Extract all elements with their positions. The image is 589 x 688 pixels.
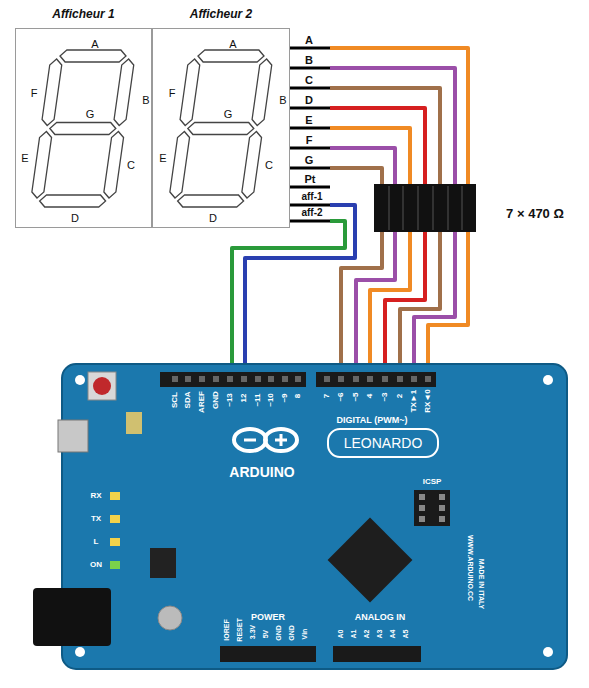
segment-letter: C xyxy=(127,160,135,171)
header-title: ANALOG IN xyxy=(355,613,406,622)
analog-pin-label: A2 xyxy=(363,630,370,639)
header-pin-label: TX►1 xyxy=(410,390,418,413)
segment-letter: F xyxy=(31,88,38,99)
header-pin-label: ~3 xyxy=(381,392,389,401)
origin-label: MADE IN ITALY xyxy=(478,559,485,610)
pin-label: A xyxy=(305,35,313,46)
header-pin-label: ~6 xyxy=(337,392,345,401)
resistor-pack xyxy=(374,184,476,232)
power-pin-label: 5V xyxy=(262,630,269,639)
segment-outline xyxy=(59,50,127,62)
led-label: L xyxy=(94,538,99,546)
segment-outline xyxy=(197,50,265,62)
pin-label: D xyxy=(305,95,313,106)
arduino-board xyxy=(33,364,567,669)
header-pin-label: SDA xyxy=(184,392,192,409)
header-pin-label: ~13 xyxy=(226,393,234,407)
header-pin-label: RX◄0 xyxy=(424,389,432,412)
header-pin-label: ~11 xyxy=(254,393,262,406)
segment-outline xyxy=(113,59,134,126)
segment-outline xyxy=(169,132,190,199)
pin-label: E xyxy=(305,115,312,126)
header-pin-label: 2 xyxy=(396,394,404,398)
analog-pin-label: A4 xyxy=(389,630,396,639)
segment-letter: E xyxy=(159,153,166,164)
segment-outline xyxy=(31,132,52,199)
segment-outline xyxy=(49,123,117,135)
icsp-label: ICSP xyxy=(423,478,442,486)
display-heading: Afficheur 1 xyxy=(16,7,151,21)
segment-outline xyxy=(41,59,62,126)
led-label: TX xyxy=(91,515,101,523)
pin-label: aff-2 xyxy=(301,208,322,218)
analog-pin-label: A1 xyxy=(350,630,357,639)
resistor-value: 7 × 470 Ω xyxy=(506,207,564,220)
pin-label: C xyxy=(305,75,313,86)
led-label: ON xyxy=(90,561,102,569)
segment-outline xyxy=(251,59,272,126)
power-pin-label: Vin xyxy=(301,629,308,640)
power-pin-label: GND xyxy=(288,625,295,641)
display-box: Afficheur 1 xyxy=(15,28,152,228)
url-label: WWW.ARDUINO.CC xyxy=(467,535,474,601)
header-title: POWER xyxy=(251,613,285,622)
header-pin-label: 4 xyxy=(366,394,374,398)
segment-letter: B xyxy=(142,95,149,106)
segment-outline xyxy=(103,132,124,199)
power-pin-label: RESET xyxy=(236,618,243,641)
analog-pin-label: A0 xyxy=(337,630,344,639)
header-pin-label: ~5 xyxy=(352,392,360,401)
segment-letter: A xyxy=(91,39,98,50)
pin-label: B xyxy=(305,55,313,66)
wires xyxy=(232,48,468,378)
segment-letter: G xyxy=(224,109,233,120)
header-pin-label: SCL xyxy=(171,392,179,408)
segment-letter: E xyxy=(21,153,28,164)
header-pin-label: ~10 xyxy=(267,393,275,407)
segment-letter: B xyxy=(279,95,286,106)
segment-letter: F xyxy=(169,88,176,99)
segment-letter: A xyxy=(229,39,236,50)
analog-pin-label: A5 xyxy=(402,630,409,639)
segment-letter: G xyxy=(86,109,95,120)
segment-outline xyxy=(39,195,107,207)
header-pin-label: ~9 xyxy=(281,393,289,402)
led-label: RX xyxy=(90,492,101,500)
display-panel xyxy=(15,28,290,228)
display-heading: Afficheur 2 xyxy=(153,7,289,21)
pin-label: F xyxy=(306,135,313,146)
pin-label: aff-1 xyxy=(301,192,322,202)
segment-letter: D xyxy=(71,213,79,224)
header-pin-label: AREF xyxy=(198,391,206,413)
display-box: Afficheur 2 xyxy=(152,28,290,228)
segment-outline xyxy=(241,132,262,199)
brand-name: ARDUINO xyxy=(229,465,294,479)
header-pin-label: 8 xyxy=(294,394,302,398)
segment-outline xyxy=(177,195,245,207)
pin-label: Pt xyxy=(305,174,316,185)
power-pin-label: 3.3V xyxy=(249,625,256,639)
power-pin-label: GND xyxy=(275,625,282,641)
header-pin-label: 7 xyxy=(323,394,331,398)
resistor-separators xyxy=(389,186,462,230)
segment-outline xyxy=(187,123,255,135)
header-pin-label: GND xyxy=(212,391,220,409)
analog-pin-label: A3 xyxy=(376,630,383,639)
header-title: DIGITAL (PWM~) xyxy=(337,416,408,425)
pin-label: G xyxy=(305,155,314,166)
pin-stubs xyxy=(290,48,330,221)
segment-letter: D xyxy=(209,213,217,224)
segment-letter: C xyxy=(265,160,273,171)
board-name: LEONARDO xyxy=(344,436,423,450)
power-pin-label: IOREF xyxy=(223,619,230,640)
segment-outline xyxy=(179,59,200,126)
header-pin-label: 12 xyxy=(240,394,248,403)
